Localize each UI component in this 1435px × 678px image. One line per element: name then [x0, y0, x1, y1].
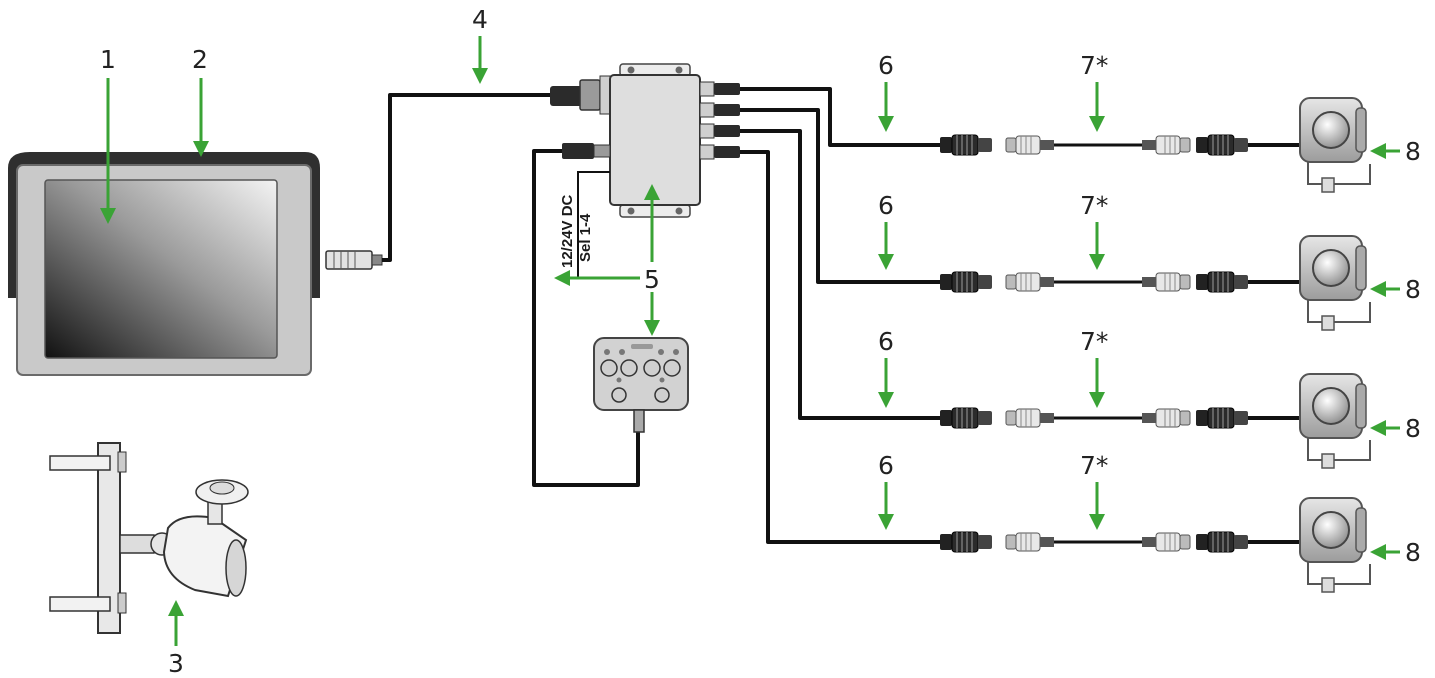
camera-row-3 [939, 407, 1300, 429]
power-label: 12/24V DC [559, 194, 576, 268]
callout-5: 5 [644, 265, 660, 294]
camera-3 [1299, 373, 1371, 469]
monitor-screen [44, 179, 278, 359]
callout-6-row-3: 6 [878, 327, 894, 356]
callout-1: 1 [100, 45, 116, 74]
callout-7-row-2: 7* [1080, 191, 1108, 220]
extension-cable [325, 75, 611, 270]
callout-8-row-3: 8 [1405, 414, 1421, 443]
camera-1 [1299, 97, 1371, 193]
camera-4 [1299, 497, 1371, 593]
callout-8-row-2: 8 [1405, 275, 1421, 304]
camera-row-1 [939, 134, 1300, 156]
select-label: Sel 1-4 [577, 213, 594, 262]
switchbox-output-connectors [699, 81, 740, 160]
callout-3: 3 [168, 649, 184, 678]
callout-8-row-4: 8 [1405, 538, 1421, 567]
switchbox-input-connector [550, 75, 611, 115]
callout-7-row-3: 7* [1080, 327, 1108, 356]
callout-6-row-2: 6 [878, 191, 894, 220]
control-keypad [593, 337, 689, 433]
monitor [8, 152, 320, 376]
callout-arrows [100, 36, 1400, 646]
monitor-connector [325, 250, 383, 270]
callout-6-row-4: 6 [878, 451, 894, 480]
callout-7-row-4: 7* [1080, 451, 1108, 480]
switch-box [609, 63, 701, 218]
camera-cables [740, 87, 940, 544]
callout-4: 4 [472, 5, 488, 34]
power-cable [532, 143, 640, 487]
camera-row-2 [939, 271, 1300, 293]
callout-6-row-1: 6 [878, 51, 894, 80]
power-connector [562, 143, 611, 159]
callout-7-row-1: 7* [1080, 51, 1108, 80]
camera-row-4 [939, 531, 1300, 553]
camera-2 [1299, 235, 1371, 331]
callout-8-row-1: 8 [1405, 137, 1421, 166]
monitor-mount [49, 442, 249, 634]
callout-2: 2 [192, 45, 208, 74]
